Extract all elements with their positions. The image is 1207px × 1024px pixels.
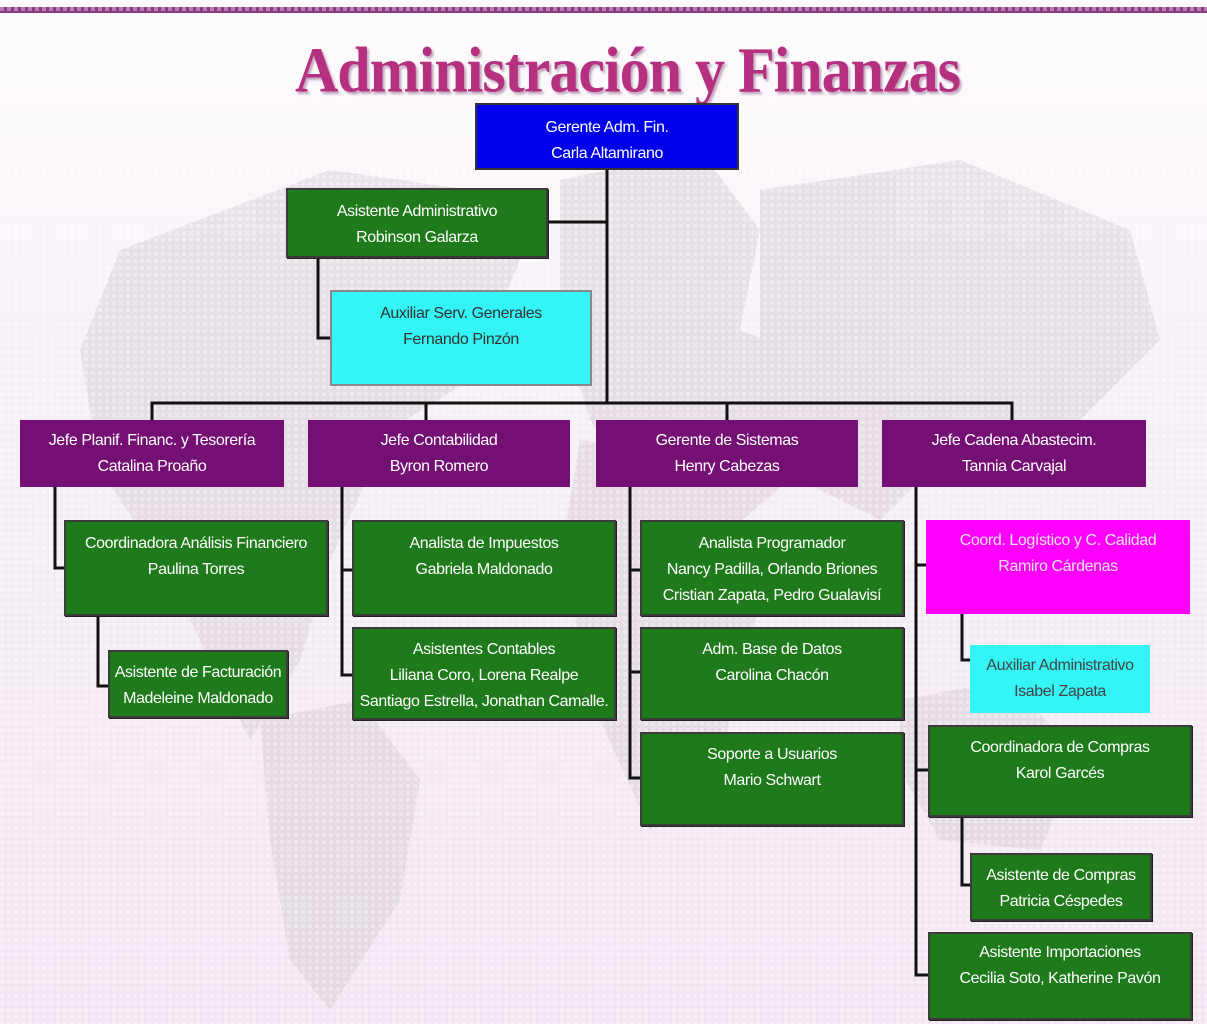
node-role: Soporte a Usuarios — [707, 746, 837, 763]
node-role: Gerente Adm. Fin. — [545, 119, 669, 136]
node-gerente-adm-fin: Gerente Adm. Fin. Carla Altamirano — [475, 103, 739, 170]
node-person: Fernando Pinzón — [403, 331, 519, 348]
node-role: Jefe Cadena Abastecim. — [931, 432, 1097, 449]
node-role: Coordinadora de Compras — [970, 739, 1150, 756]
node-asistente-administrativo: Asistente Administrativo Robinson Galarz… — [286, 188, 548, 258]
node-role: Coordinadora Análisis Financiero — [85, 535, 307, 552]
node-role: Asistente de Facturación — [114, 664, 282, 681]
node-role: Auxiliar Administrativo — [986, 657, 1134, 674]
node-role: Coord. Logístico y C. Calidad — [959, 532, 1157, 549]
node-role: Auxiliar Serv. Generales — [380, 305, 542, 322]
node-auxiliar-serv-generales: Auxiliar Serv. Generales Fernando Pinzón — [330, 290, 592, 386]
node-person: Isabel Zapata — [1014, 683, 1106, 700]
node-person: Tannia Carvajal — [961, 458, 1067, 475]
node-person: Catalina Proaño — [97, 458, 207, 475]
node-person: Mario Schwart — [723, 772, 821, 789]
node-gerente-sistemas: Gerente de Sistemas Henry Cabezas — [596, 420, 858, 487]
node-role: Asistentes Contables — [412, 641, 556, 658]
node-role: Asistente Importaciones — [979, 944, 1141, 961]
node-asistente-importaciones: Asistente Importaciones Cecilia Soto, Ka… — [928, 932, 1192, 1020]
node-person: Gabriela Maldonado — [415, 561, 553, 578]
node-person: Patricia Céspedes — [999, 893, 1123, 910]
node-person: Robinson Galarza — [356, 229, 478, 246]
node-analista-impuestos: Analista de Impuestos Gabriela Maldonado — [352, 520, 616, 616]
node-coord-analisis-financiero: Coordinadora Análisis Financiero Paulina… — [64, 520, 328, 616]
node-person: Henry Cabezas — [674, 458, 780, 475]
node-auxiliar-administrativo: Auxiliar Administrativo Isabel Zapata — [970, 645, 1150, 713]
node-person: Paulina Torres — [147, 561, 245, 578]
node-jefe-planif: Jefe Planif. Financ. y Tesorería Catalin… — [20, 420, 284, 487]
node-person: Cecilia Soto, Katherine Pavón — [959, 970, 1161, 987]
node-person: Byron Romero — [389, 458, 489, 475]
node-role: Adm. Base de Datos — [702, 641, 842, 658]
page-title: Administración y Finanzas — [294, 34, 961, 106]
node-role: Gerente de Sistemas — [655, 432, 799, 449]
node-analista-programador: Analista Programador Nancy Padilla, Orla… — [640, 520, 904, 616]
node-soporte-usuarios: Soporte a Usuarios Mario Schwart — [640, 732, 904, 826]
node-person: Karol Garcés — [1015, 765, 1105, 782]
node-person: Madeleine Maldonado — [123, 690, 273, 707]
node-role: Jefe Planif. Financ. y Tesorería — [48, 432, 256, 449]
node-adm-base-datos: Adm. Base de Datos Carolina Chacón — [640, 627, 904, 720]
node-coord-compras: Coordinadora de Compras Karol Garcés — [928, 725, 1192, 817]
node-person: Ramiro Cárdenas — [998, 558, 1118, 575]
node-person: Cristian Zapata, Pedro Gualavisí — [662, 587, 882, 604]
node-person: Santiago Estrella, Jonathan Camalle. — [359, 693, 609, 710]
node-role: Analista de Impuestos — [409, 535, 559, 552]
node-role: Asistente Administrativo — [336, 203, 498, 220]
node-jefe-contabilidad: Jefe Contabilidad Byron Romero — [308, 420, 570, 487]
node-asistente-compras: Asistente de Compras Patricia Céspedes — [970, 853, 1152, 921]
node-person: Carolina Chacón — [715, 667, 829, 684]
node-asistente-facturacion: Asistente de Facturación Madeleine Maldo… — [108, 650, 288, 718]
node-role: Jefe Contabilidad — [380, 432, 498, 449]
node-role: Asistente de Compras — [986, 867, 1136, 884]
node-role: Analista Programador — [698, 535, 846, 552]
node-asistentes-contables: Asistentes Contables Liliana Coro, Loren… — [352, 627, 616, 720]
node-person: Nancy Padilla, Orlando Briones — [666, 561, 878, 578]
node-coord-logistico: Coord. Logístico y C. Calidad Ramiro Cár… — [926, 520, 1190, 614]
node-jefe-cadena: Jefe Cadena Abastecim. Tannia Carvajal — [882, 420, 1146, 487]
node-person: Liliana Coro, Lorena Realpe — [389, 667, 579, 684]
node-person: Carla Altamirano — [551, 145, 663, 162]
